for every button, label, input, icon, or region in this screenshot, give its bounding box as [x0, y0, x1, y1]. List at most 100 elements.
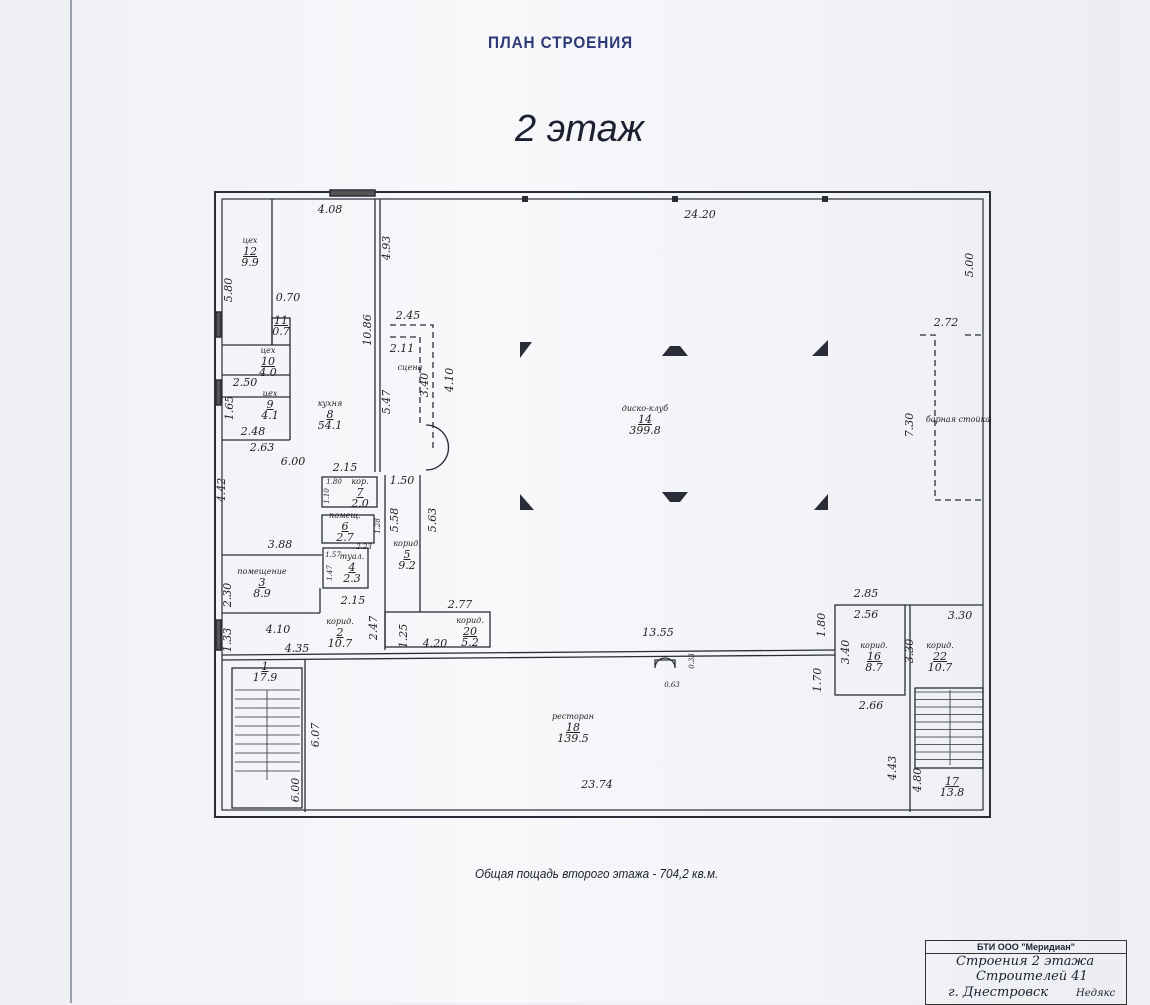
- dimension: 6.00: [289, 777, 302, 803]
- dimension: 1.33: [221, 627, 234, 653]
- dimension: 1.80: [326, 478, 342, 486]
- room-type: ресторан: [552, 712, 594, 721]
- dimension: 3.40: [418, 372, 431, 398]
- dimension: 1.57: [325, 551, 341, 559]
- room-label: барная стойка: [926, 415, 990, 425]
- room-num: 16: [866, 650, 881, 663]
- dimension: 1.28: [374, 518, 382, 534]
- room-label: сцена: [398, 363, 423, 373]
- room-type: корид.: [926, 641, 954, 650]
- dimension: 1.47: [326, 565, 334, 581]
- room-num: 2: [336, 626, 344, 639]
- room-num: 10: [261, 355, 275, 368]
- room-num: 18: [566, 721, 580, 734]
- room-area: 54.1: [317, 419, 343, 432]
- dimension: 4.42: [215, 477, 228, 503]
- dimension: 6.00: [280, 455, 306, 468]
- room-area: 8.9: [253, 587, 271, 600]
- stairs: [266, 690, 951, 780]
- dimension: 5.63: [426, 507, 439, 533]
- dimension: 13.55: [642, 626, 674, 639]
- dimension: 1.65: [223, 395, 236, 421]
- dimension: 4.80: [911, 767, 924, 793]
- dimension: 0.70: [275, 291, 301, 304]
- dimension: 2.63: [249, 441, 275, 454]
- dimension: 4.93: [380, 235, 393, 261]
- room-num: 1: [261, 660, 269, 673]
- stamp-line-1: Строения 2 этажа: [956, 954, 1095, 969]
- dimension: 2.15: [340, 594, 366, 607]
- dimension: 2.47: [367, 615, 380, 641]
- room-type: корид.: [393, 539, 421, 548]
- dimension: 2.72: [933, 316, 959, 329]
- room-area: 2.7: [336, 531, 354, 544]
- dimension: 10.86: [361, 314, 374, 346]
- room-type: помещение: [237, 567, 287, 576]
- dimension: 4.35: [284, 642, 310, 655]
- dimension: 2.30: [221, 582, 234, 608]
- room-area: 8.7: [865, 661, 883, 674]
- dimension: 5.00: [963, 252, 976, 278]
- dimension: 2.48: [240, 425, 266, 438]
- room-area: 10.7: [927, 661, 953, 674]
- dimension: 2.50: [232, 376, 258, 389]
- room-num: 17: [945, 775, 959, 788]
- room-num: 7: [356, 486, 364, 499]
- dimension: 1.80: [815, 612, 828, 638]
- room-type: сцена: [397, 363, 423, 372]
- room-area: 5.2: [461, 636, 479, 649]
- room-type: диско-клуб: [621, 404, 669, 413]
- dimension: 1.25: [397, 623, 410, 649]
- dimension: 3.88: [267, 538, 293, 551]
- room-type: корид.: [860, 641, 888, 650]
- dimension: 6.07: [309, 722, 322, 748]
- dimension: 4.10: [265, 623, 291, 636]
- room-area: 9.9: [241, 256, 259, 269]
- stamp-org: БТИ ООО "Меридиан": [926, 941, 1126, 954]
- room-area: 13.8: [939, 786, 965, 799]
- room-num: 3: [258, 576, 266, 589]
- stamp-line-2: Строителей 41: [976, 969, 1088, 984]
- dimension: 2.23: [356, 543, 372, 551]
- dimension: 3.30: [903, 638, 916, 664]
- columns: [520, 196, 828, 510]
- stamp-signature: Недякс: [1076, 988, 1116, 999]
- room-num: 4: [348, 561, 356, 574]
- dimension: 3.30: [947, 609, 973, 622]
- room-num: 22: [932, 650, 947, 663]
- room-type: туал.: [339, 552, 365, 561]
- room-type: кор.: [351, 477, 369, 486]
- room-area: 9.2: [398, 559, 416, 572]
- dimension: 0.63: [664, 681, 680, 689]
- dimension: 5.80: [222, 277, 235, 303]
- dimension: 2.85: [853, 587, 879, 600]
- dimension: 7.30: [903, 412, 916, 438]
- room-type: барная стойка: [925, 415, 991, 424]
- dimension: 2.11: [389, 342, 415, 355]
- dimension: 4.08: [317, 203, 343, 216]
- room-type: цех: [242, 236, 258, 245]
- room-type: корид.: [326, 617, 354, 626]
- room-num: 5: [403, 548, 411, 561]
- room-area: 2.3: [343, 572, 361, 585]
- room-num: 11: [274, 314, 288, 327]
- stamp-line-3: г. Днестровск: [948, 985, 1049, 1000]
- room-area: 17.9: [252, 671, 278, 684]
- room-type: корид.: [456, 616, 484, 625]
- dimension: 2.56: [853, 608, 879, 621]
- dimension: 2.66: [858, 699, 884, 712]
